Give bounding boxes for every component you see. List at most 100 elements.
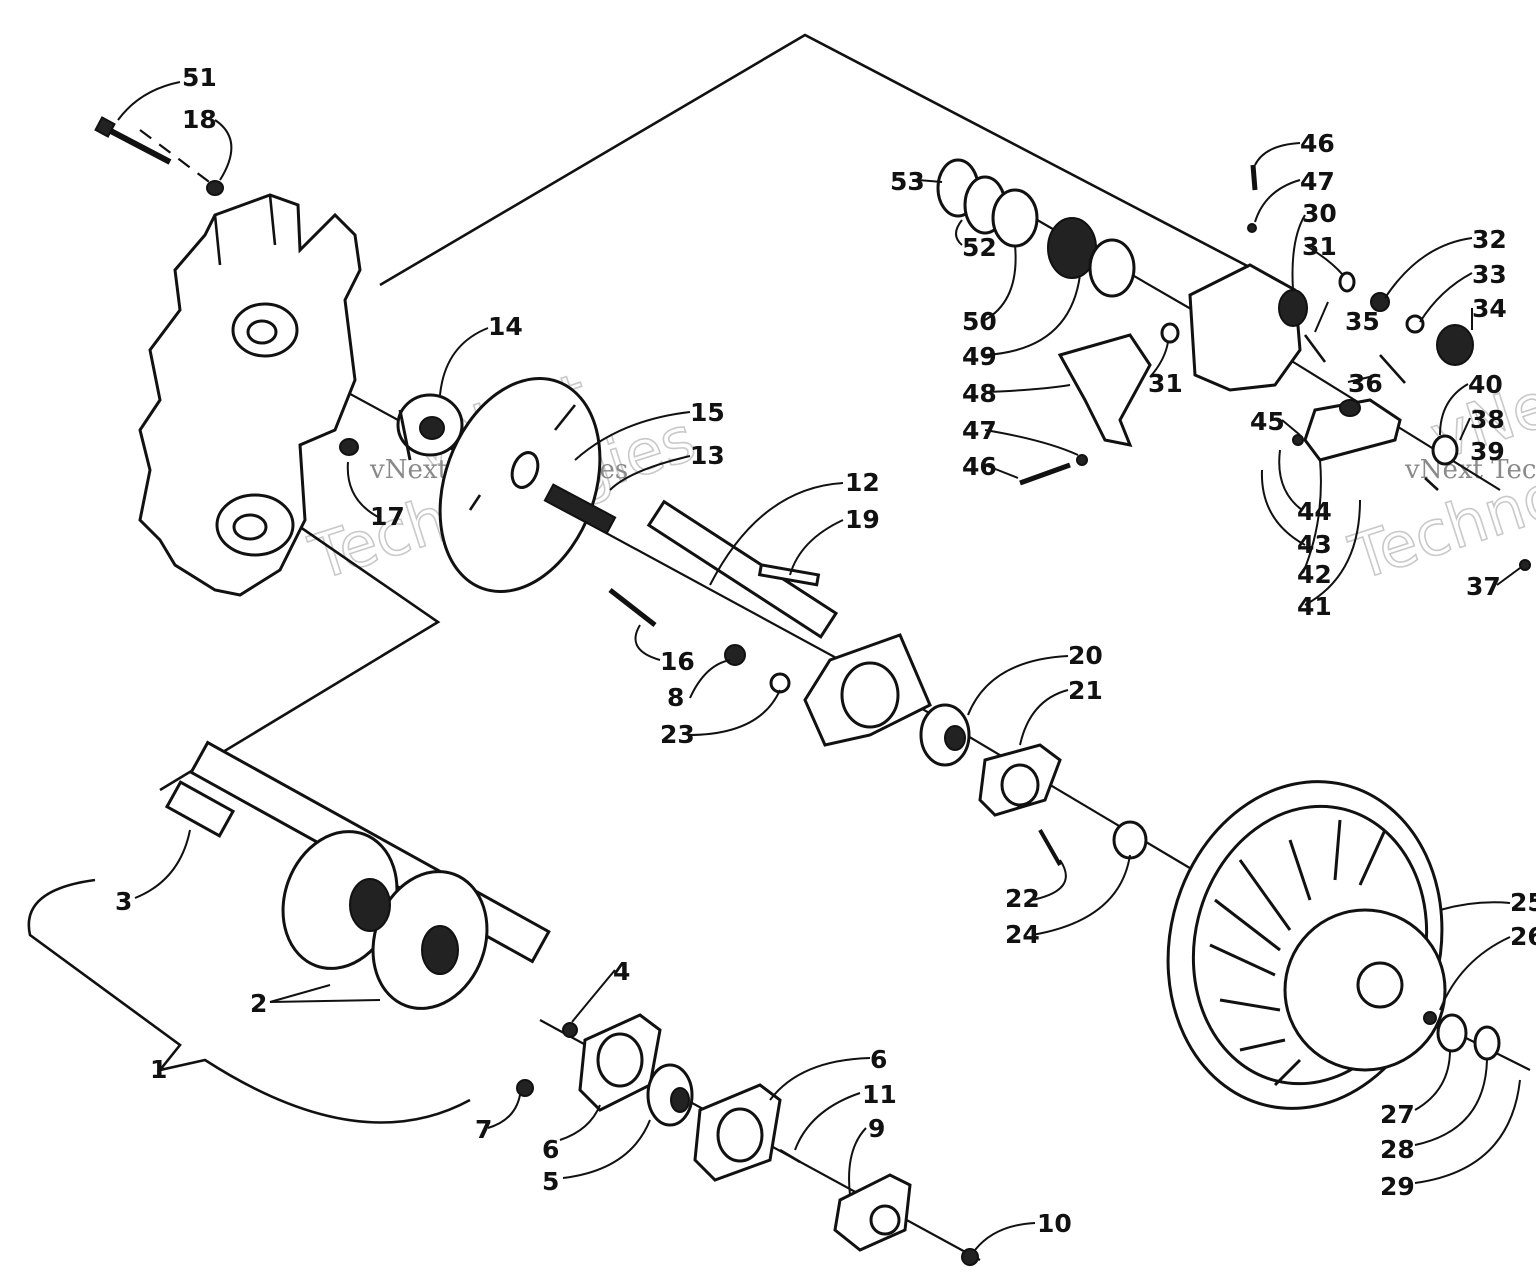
callout-16: 16 bbox=[660, 647, 695, 676]
nut-8 bbox=[724, 644, 746, 666]
washer-18 bbox=[206, 180, 224, 196]
bolt-7 bbox=[516, 1079, 534, 1097]
washer-28 bbox=[1473, 1025, 1501, 1061]
bearing-housing-plate bbox=[803, 633, 932, 747]
nut-10 bbox=[961, 1248, 979, 1266]
callout-23: 23 bbox=[660, 720, 695, 749]
bolt-11 bbox=[779, 1148, 801, 1164]
washer-33 bbox=[1405, 314, 1425, 334]
drive-sprocket-14 bbox=[396, 393, 464, 461]
callout-47-upper: 47 bbox=[1300, 167, 1335, 196]
callout-44: 44 bbox=[1297, 497, 1332, 526]
driven-clutch-25 bbox=[1166, 780, 1447, 1110]
bolt-16 bbox=[608, 588, 657, 627]
callout-35: 35 bbox=[1345, 307, 1380, 336]
callout-49: 49 bbox=[962, 342, 997, 371]
callout-18: 18 bbox=[182, 105, 217, 134]
pad-50 bbox=[991, 188, 1039, 248]
callout-10: 10 bbox=[1037, 1209, 1072, 1238]
shaft-12 bbox=[646, 499, 839, 639]
callout-7: 7 bbox=[475, 1115, 492, 1144]
callout-19: 19 bbox=[845, 505, 880, 534]
bolt-46-upper bbox=[1250, 164, 1258, 191]
callout-34: 34 bbox=[1472, 294, 1507, 323]
callout-5: 5 bbox=[542, 1167, 559, 1196]
bolt-22 bbox=[1038, 829, 1062, 866]
callout-30: 30 bbox=[1302, 199, 1337, 228]
callout-2: 2 bbox=[250, 989, 267, 1018]
callout-15: 15 bbox=[690, 398, 725, 427]
pin-37 bbox=[1519, 559, 1531, 571]
nut-17 bbox=[339, 438, 359, 456]
callout-14: 14 bbox=[488, 312, 523, 341]
brake-lever-42 bbox=[1303, 398, 1402, 462]
bracket-48 bbox=[1057, 333, 1152, 448]
callout-46-upper: 46 bbox=[1300, 129, 1335, 158]
flange-6-right bbox=[693, 1083, 782, 1182]
callout-labels: 51 18 14 15 13 12 19 17 16 8 23 20 21 22… bbox=[115, 63, 1536, 1238]
callout-8: 8 bbox=[667, 683, 684, 712]
callout-31-lower: 31 bbox=[1148, 369, 1183, 398]
bolt-axis bbox=[139, 129, 221, 191]
set-screw-4 bbox=[562, 1022, 578, 1038]
callout-42: 42 bbox=[1297, 560, 1332, 589]
drive-sprockets-2 bbox=[281, 830, 489, 1010]
callout-43: 43 bbox=[1297, 530, 1332, 559]
callout-39: 39 bbox=[1470, 437, 1505, 466]
callout-3: 3 bbox=[115, 887, 132, 916]
pin-35 bbox=[1303, 334, 1327, 363]
callout-45: 45 bbox=[1250, 407, 1285, 436]
callout-46-lower: 46 bbox=[962, 452, 997, 481]
callout-21: 21 bbox=[1068, 676, 1103, 705]
callout-48: 48 bbox=[962, 379, 997, 408]
lower-connector-line bbox=[159, 518, 441, 792]
bolt-46-lower bbox=[1019, 462, 1071, 486]
assembly-bracket-1 bbox=[27, 878, 471, 1124]
callout-38: 38 bbox=[1470, 405, 1505, 434]
callout-1: 1 bbox=[150, 1055, 167, 1084]
washer-23 bbox=[769, 672, 791, 694]
pin-41 bbox=[1424, 477, 1439, 491]
callout-12: 12 bbox=[845, 468, 880, 497]
callout-31-upper: 31 bbox=[1302, 232, 1337, 261]
callout-6-left: 6 bbox=[542, 1135, 559, 1164]
bushing-31 bbox=[1338, 271, 1356, 293]
callout-27: 27 bbox=[1380, 1100, 1415, 1129]
spacer-40 bbox=[1431, 434, 1459, 466]
callout-33: 33 bbox=[1472, 260, 1507, 289]
key-19 bbox=[757, 563, 821, 587]
washer-24 bbox=[1112, 820, 1148, 860]
washer-26 bbox=[1423, 1011, 1437, 1025]
callout-22: 22 bbox=[1005, 884, 1040, 913]
callout-25: 25 bbox=[1510, 888, 1536, 917]
callout-6-right: 6 bbox=[870, 1045, 887, 1074]
callout-17: 17 bbox=[370, 502, 405, 531]
flange-21 bbox=[978, 743, 1062, 817]
washer-27 bbox=[1436, 1013, 1468, 1053]
callout-36: 36 bbox=[1348, 369, 1383, 398]
callout-40: 40 bbox=[1468, 370, 1503, 399]
callout-29: 29 bbox=[1380, 1172, 1415, 1201]
washer-47-lower bbox=[1076, 454, 1088, 466]
callout-47-lower: 47 bbox=[962, 416, 997, 445]
bolt-51 bbox=[94, 116, 172, 165]
top-connector-line bbox=[379, 33, 1256, 287]
callout-50: 50 bbox=[962, 307, 997, 336]
callout-26: 26 bbox=[1510, 922, 1536, 951]
brake-pads-group bbox=[936, 158, 1136, 298]
spacer-13 bbox=[543, 483, 617, 535]
callout-28: 28 bbox=[1380, 1135, 1415, 1164]
cotter-36 bbox=[1379, 354, 1406, 384]
brake-caliper-30 bbox=[1160, 263, 1308, 392]
callout-52: 52 bbox=[962, 233, 997, 262]
phantom-connector-lines bbox=[159, 33, 1256, 792]
callout-4: 4 bbox=[613, 957, 630, 986]
callout-53: 53 bbox=[890, 167, 925, 196]
pad-49 bbox=[1088, 238, 1136, 298]
callout-51: 51 bbox=[182, 63, 217, 92]
callout-leaders bbox=[117, 81, 1521, 1251]
callout-13: 13 bbox=[690, 441, 725, 470]
callout-41: 41 bbox=[1297, 592, 1332, 621]
